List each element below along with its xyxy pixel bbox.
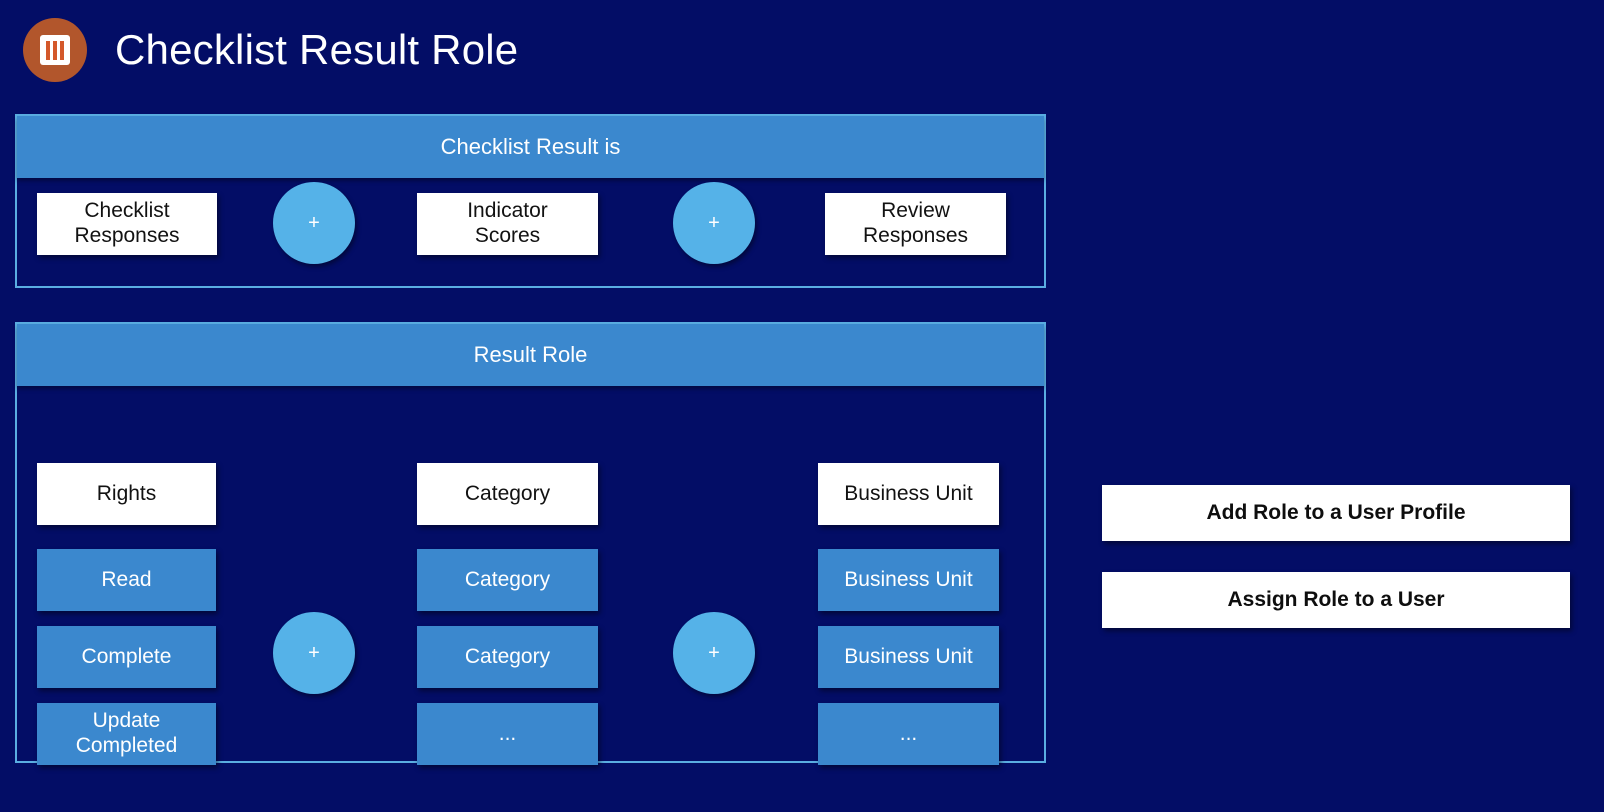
panel-result-role-header: Result Role bbox=[17, 324, 1044, 386]
column-header-business-unit[interactable]: Business Unit bbox=[818, 463, 999, 525]
plus-connector-3: + bbox=[273, 612, 355, 694]
panel-result-role: Result Role Rights Read Complete Update … bbox=[15, 322, 1046, 765]
assign-role-to-user-button[interactable]: Assign Role to a User bbox=[1102, 572, 1570, 628]
node-review-responses[interactable]: Review Responses bbox=[825, 193, 1006, 255]
category-item-2[interactable]: Category bbox=[417, 626, 598, 688]
panel-checklist-result: Checklist Result is Checklist Responses … bbox=[15, 114, 1046, 288]
business-unit-item-2[interactable]: Business Unit bbox=[818, 626, 999, 688]
panel-checklist-result-body: Checklist Responses + Indicator Scores +… bbox=[17, 178, 1044, 286]
rights-item-update-completed[interactable]: Update Completed bbox=[37, 703, 216, 765]
plus-connector-1: + bbox=[273, 182, 355, 264]
plus-connector-2: + bbox=[673, 182, 755, 264]
logo-plate bbox=[40, 35, 70, 65]
node-indicator-scores[interactable]: Indicator Scores bbox=[417, 193, 598, 255]
business-unit-item-more[interactable]: ... bbox=[818, 703, 999, 765]
logo-bar-3 bbox=[60, 40, 64, 60]
logo-bar-2 bbox=[53, 40, 57, 60]
node-checklist-responses[interactable]: Checklist Responses bbox=[37, 193, 217, 255]
title-bar: Checklist Result Role bbox=[0, 0, 1604, 100]
category-item-1[interactable]: Category bbox=[417, 549, 598, 611]
business-unit-item-1[interactable]: Business Unit bbox=[818, 549, 999, 611]
column-header-rights[interactable]: Rights bbox=[37, 463, 216, 525]
plus-connector-4: + bbox=[673, 612, 755, 694]
columns-book-icon bbox=[23, 18, 87, 82]
column-header-category[interactable]: Category bbox=[417, 463, 598, 525]
category-item-more[interactable]: ... bbox=[417, 703, 598, 765]
logo-bar-1 bbox=[46, 40, 50, 60]
rights-item-complete[interactable]: Complete bbox=[37, 626, 216, 688]
page-title: Checklist Result Role bbox=[115, 26, 519, 73]
add-role-to-user-profile-button[interactable]: Add Role to a User Profile bbox=[1102, 485, 1570, 541]
rights-item-read[interactable]: Read bbox=[37, 549, 216, 611]
panel-checklist-result-header: Checklist Result is bbox=[17, 116, 1044, 178]
panel-result-role-body: Rights Read Complete Update Completed + … bbox=[17, 386, 1044, 765]
